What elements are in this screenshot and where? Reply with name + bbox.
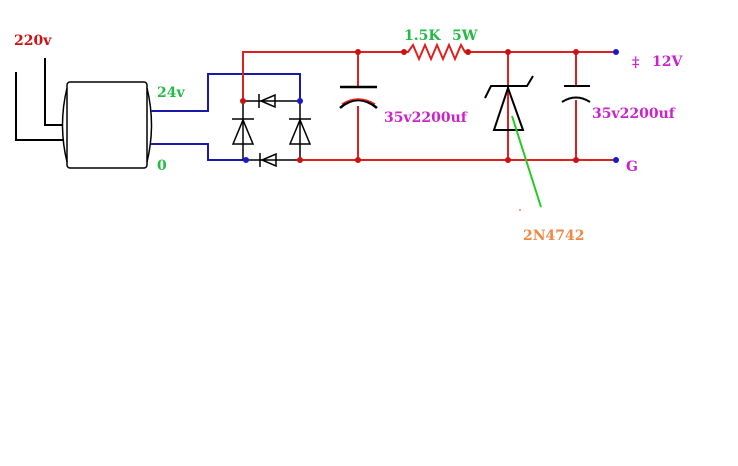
capacitor-2 [561, 85, 591, 103]
zener-part-label: 2N4742 [523, 228, 585, 244]
ground-label: G [626, 159, 638, 175]
zener-diode [484, 75, 534, 131]
diode-left-icon [231, 118, 255, 145]
capacitor-1 [339, 85, 378, 109]
stray-dot [519, 209, 521, 211]
output-voltage-label: 12V [652, 54, 683, 70]
output-plus-symbol: ‡ [632, 55, 639, 71]
transformer [61, 81, 153, 169]
capacitor-2-label: 35v2200uf [592, 106, 676, 122]
circuit-wires [242, 51, 615, 161]
bridge-rectifier [231, 93, 312, 168]
resistor-power-label: 5W [452, 28, 478, 44]
capacitor-1-label: 35v2200uf [384, 110, 468, 126]
resistor-icon [404, 42, 468, 62]
secondary-zero-label: 0 [157, 158, 167, 174]
mains-voltage-label: 220v [14, 33, 52, 49]
capacitor-1-plate-highlight [341, 98, 376, 105]
diode-top-icon [259, 93, 276, 109]
zener-pointer-line [511, 115, 542, 208]
diode-bottom-icon [260, 152, 277, 168]
diode-right-icon [288, 118, 312, 145]
secondary-wires [151, 73, 301, 161]
resistor-value-label: 1.5K [404, 28, 441, 44]
output-ground-terminal [613, 157, 619, 163]
secondary-voltage-label: 24v [157, 85, 185, 101]
junction-nodes [355, 49, 579, 163]
bridge-nodes [240, 98, 303, 163]
output-positive-terminal [613, 49, 619, 55]
mains-input-wires [15, 58, 63, 141]
